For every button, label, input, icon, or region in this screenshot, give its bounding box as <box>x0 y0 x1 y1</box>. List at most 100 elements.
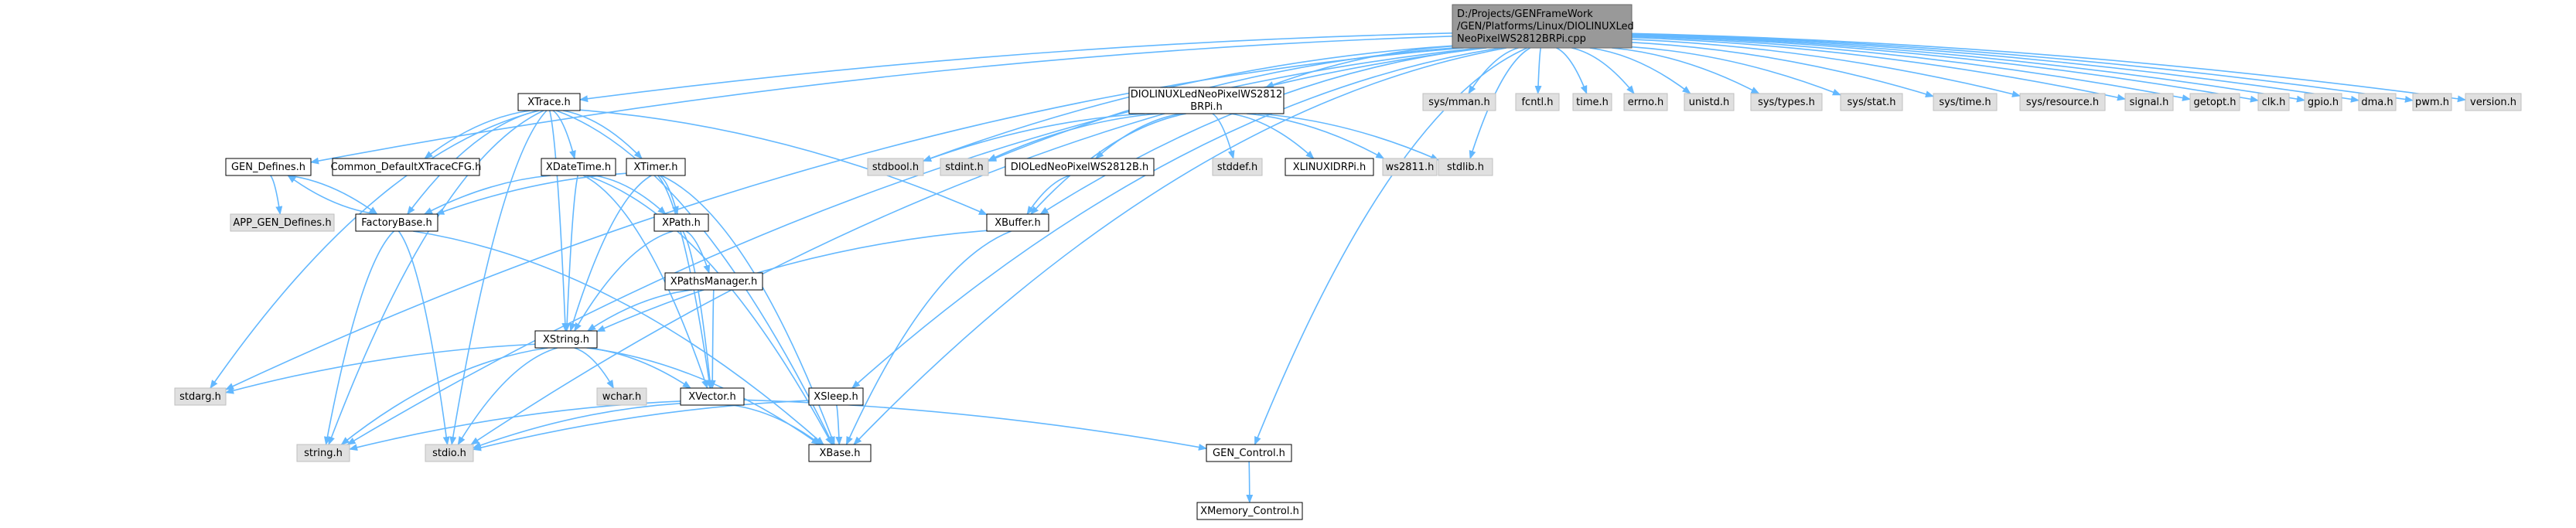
edge-dioled-to-xbuffer <box>1026 175 1070 215</box>
node-pwm: pwm.h <box>2412 93 2452 111</box>
edge-xdatetime-to-xbase <box>585 175 833 445</box>
node-xpath[interactable]: XPath.h <box>653 213 709 232</box>
edge-xsleep-to-stdio <box>472 400 810 451</box>
node-systime: sys/time.h <box>1933 93 1998 111</box>
node-box-time <box>1572 93 1612 111</box>
node-label-pwm: pwm.h <box>2415 97 2449 108</box>
node-xbuffer[interactable]: XBuffer.h <box>986 213 1049 232</box>
node-label-stdint: stdint.h <box>945 162 983 173</box>
node-label-xmemory: XMemory_Control.h <box>1200 506 1299 517</box>
edge-root-to-diolinuxws <box>1264 45 1453 88</box>
node-xdatetime[interactable]: XDateTime.h <box>541 158 616 176</box>
node-label-time: time.h <box>1576 97 1609 108</box>
edge-gendefines-to-factorybase <box>288 175 378 215</box>
node-label-fcntl: fcntl.h <box>1521 97 1553 108</box>
node-stdint: stdint.h <box>940 158 989 176</box>
node-label-sysresource: sys/resource.h <box>2026 97 2099 108</box>
edge-root-to-stdlib <box>1469 47 1531 160</box>
node-box-xmemory <box>1196 502 1303 520</box>
node-stdlib: stdlib.h <box>1438 158 1493 176</box>
node-box-pwm <box>2412 93 2452 111</box>
node-label-appgen: APP_GEN_Defines.h <box>233 217 331 229</box>
node-label-stddef: stddef.h <box>1217 162 1257 173</box>
node-xtimer[interactable]: XTimer.h <box>626 158 686 176</box>
edge-root-to-gpio <box>1631 34 2306 103</box>
edge-xtimer-to-xstring <box>569 175 652 332</box>
node-label-clk: clk.h <box>2262 97 2286 108</box>
edge-xdatetime-to-xpath <box>594 175 667 215</box>
node-box-dioled <box>1005 158 1155 176</box>
node-xvector[interactable]: XVector.h <box>680 387 745 406</box>
node-box-xsleep <box>808 387 864 406</box>
edge-xvector-to-gencontrol <box>743 399 1208 451</box>
node-label-getopt: getopt.h <box>2193 97 2236 108</box>
node-label-xpathsmanager: XPathsManager.h <box>670 276 757 288</box>
node-label-xtimer: XTimer.h <box>633 162 677 173</box>
node-box-root <box>1452 4 1633 49</box>
node-label-stdarg: stdarg.h <box>179 391 221 403</box>
node-box-xtimer <box>626 158 686 176</box>
node-label-stringh: string.h <box>304 448 343 459</box>
node-label-version: version.h <box>2470 97 2516 108</box>
edge-xtrace-to-stdarg <box>210 110 540 389</box>
node-label-xlinuxrpi: XLINUXIDRPi.h <box>1293 162 1366 173</box>
node-clk: clk.h <box>2257 93 2290 111</box>
node-root: D:/Projects/GENFrameWork/GEN/Platforms/L… <box>1452 4 1634 49</box>
node-xbase[interactable]: XBase.h <box>808 444 872 462</box>
node-label-unistd: unistd.h <box>1689 97 1730 108</box>
node-label-gencontrol: GEN_Control.h <box>1213 448 1285 459</box>
node-fcntl: fcntl.h <box>1515 93 1560 111</box>
node-label-xbuffer: XBuffer.h <box>995 217 1041 229</box>
node-ws2811: ws2811.h <box>1382 158 1438 176</box>
node-commontrace[interactable]: Common_DefaultXTraceCFG.h <box>331 158 482 176</box>
node-xsleep[interactable]: XSleep.h <box>808 387 864 406</box>
edge-root-to-stringh <box>346 47 1481 445</box>
node-dma: dma.h <box>2358 93 2397 111</box>
edge-xpathsmanager-to-xvector <box>708 289 716 390</box>
node-xpathsmanager[interactable]: XPathsManager.h <box>664 272 763 291</box>
node-box-diolinuxws <box>1128 87 1285 114</box>
node-label-xpath: XPath.h <box>662 217 701 229</box>
edge-diolinuxws-to-stddef <box>1212 113 1235 160</box>
edge-xpath-to-xpathsmanager <box>685 230 711 274</box>
node-xmemory[interactable]: XMemory_Control.h <box>1196 502 1303 520</box>
node-box-stdbool <box>867 158 924 176</box>
edge-diolinuxws-to-stdlib <box>1257 113 1440 161</box>
edge-diolinuxws-to-xbuffer <box>1030 113 1186 215</box>
edge-factorybase-to-stdio <box>397 230 450 446</box>
node-stdio: stdio.h <box>425 444 474 462</box>
node-box-signal <box>2124 93 2174 111</box>
node-box-xvector <box>680 387 745 406</box>
edge-root-to-stdarg <box>224 47 1464 390</box>
node-xstring[interactable]: XString.h <box>534 330 598 349</box>
node-label-xbase: XBase.h <box>820 448 861 459</box>
edge-root-to-clk <box>1631 35 2260 103</box>
node-factorybase[interactable]: FactoryBase.h <box>355 213 438 232</box>
node-label-dioled: DIOLedNeoPixelWS2812B.h <box>1011 162 1149 173</box>
node-stringh: string.h <box>296 444 350 462</box>
node-box-xlinuxrpi <box>1285 158 1374 176</box>
node-version: version.h <box>2465 93 2522 111</box>
edge-root-to-sysresource <box>1631 39 2022 97</box>
node-label-dma: dma.h <box>2361 97 2393 108</box>
edge-root-to-errno <box>1571 47 1635 94</box>
node-systypes: sys/types.h <box>1750 93 1823 111</box>
node-gendefines[interactable]: GEN_Defines.h <box>225 158 312 176</box>
edge-diolinuxws-to-stdbool <box>922 113 1145 162</box>
node-gencontrol[interactable]: GEN_Control.h <box>1206 444 1292 462</box>
node-box-version <box>2465 93 2522 111</box>
node-xlinuxrpi[interactable]: XLINUXIDRPi.h <box>1285 158 1374 176</box>
node-label-stdlib: stdlib.h <box>1447 162 1484 173</box>
node-xtrace[interactable]: XTrace.h <box>517 93 581 111</box>
node-gpio: gpio.h <box>2304 93 2342 111</box>
node-box-systime <box>1933 93 1998 111</box>
node-stdbool: stdbool.h <box>867 158 924 176</box>
node-box-stdio <box>425 444 474 462</box>
edge-root-to-sysmman <box>1468 47 1519 94</box>
node-box-stddef <box>1212 158 1263 176</box>
edge-root-to-sysstat <box>1631 46 1842 96</box>
node-dioled[interactable]: DIOLedNeoPixelWS2812B.h <box>1005 158 1155 176</box>
edge-root-to-time <box>1556 47 1588 95</box>
node-box-xbase <box>808 444 872 462</box>
